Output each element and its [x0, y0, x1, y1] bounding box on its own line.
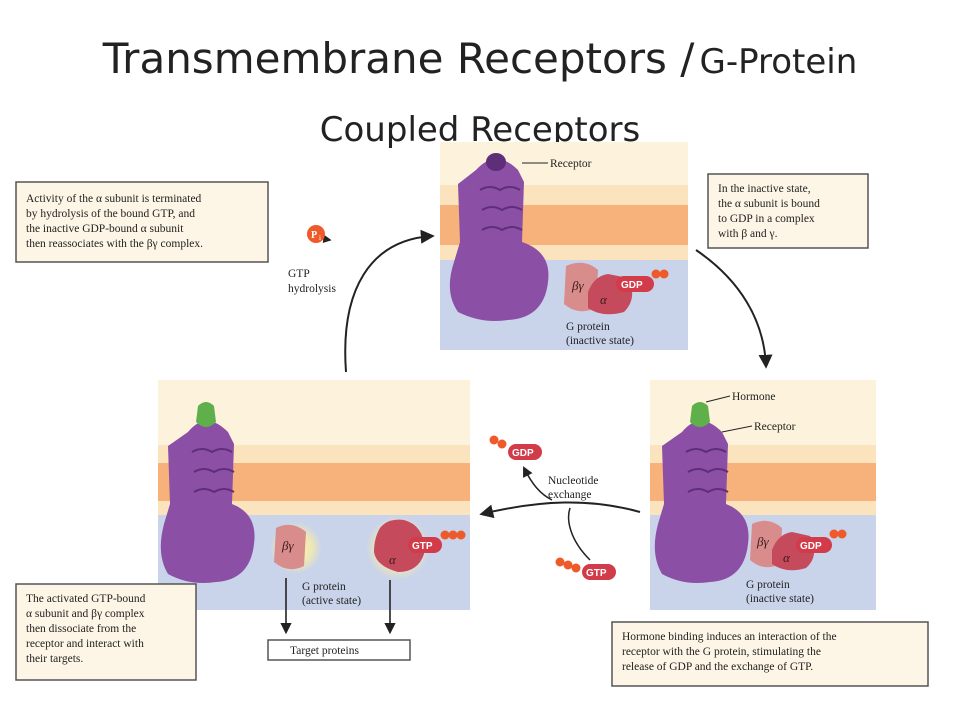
caption-line: then dissociate from the: [26, 623, 136, 635]
label-state: (inactive state): [566, 335, 634, 347]
caption-line: the α subunit is bound: [718, 198, 820, 210]
phosphate: [651, 269, 661, 279]
arrow-gdp-release: [523, 466, 553, 501]
caption-line: Activity of the α subunit is terminated: [26, 193, 202, 205]
label-alpha: α: [600, 292, 608, 307]
caption-bottom-right: Hormone binding induces an interaction o…: [611, 621, 929, 687]
caption-line: The activated GTP-bound: [26, 593, 146, 605]
label-receptor: Receptor: [754, 421, 796, 433]
phosphate: [659, 269, 669, 279]
beta-gamma-subunit: [274, 524, 306, 570]
caption-line: by hydrolysis of the bound GTP, and: [26, 208, 195, 220]
gdp-pill: [616, 276, 654, 292]
phosphate: [456, 530, 466, 540]
receptor-protein: [449, 153, 549, 321]
label-gtp-hydrolysis-1: GTP: [288, 268, 310, 280]
label-gtp-hydrolysis-2: hydrolysis: [288, 283, 336, 295]
arrow-inactive-to-hormone: [695, 249, 773, 369]
free-gdp: GDP: [489, 435, 542, 460]
receptor-protein: [654, 421, 749, 583]
phosphate-pi: [307, 225, 325, 243]
title-line1-small: G-Protein: [699, 42, 858, 82]
arrow-gtp-entry: [567, 507, 591, 561]
caption-top-right: In the inactive state, the α subunit is …: [707, 173, 869, 249]
alpha-subunit: [374, 519, 425, 572]
caption-line: In the inactive state,: [718, 183, 811, 195]
caption-line: Hormone binding induces an interaction o…: [622, 631, 837, 643]
caption-top-left: Activity of the α subunit is terminated …: [15, 181, 269, 263]
label-hormone: Hormone: [732, 391, 775, 403]
label-nucleotide-exchange-2: exchange: [548, 489, 591, 501]
hormone: [196, 402, 216, 427]
phosphate: [837, 529, 847, 539]
caption-line: receptor and interact with: [26, 638, 144, 650]
label-g-protein: G protein: [302, 581, 346, 593]
receptor-protein: [160, 421, 255, 583]
panel-active-left: βγ α GTP G protein (active state): [158, 380, 470, 610]
phosphate: [829, 529, 839, 539]
label-beta-gamma: βγ: [571, 278, 584, 293]
label-g-protein: G protein: [566, 321, 610, 333]
caption-bottom-left: The activated GTP-bound α subunit and βγ…: [15, 583, 197, 681]
gdp-text: GDP: [800, 541, 822, 552]
pi-label: P: [311, 230, 317, 241]
label-alpha: α: [783, 550, 791, 565]
label-beta-gamma: βγ: [281, 538, 294, 553]
gtp-text: GTP: [412, 541, 433, 552]
caption-line: the inactive GDP-bound α subunit: [26, 223, 184, 235]
caption-line: α subunit and βγ complex: [26, 608, 145, 620]
gtp-pill: [408, 537, 442, 553]
arrow-hydrolysis: [344, 229, 435, 373]
label-beta-gamma: βγ: [756, 534, 769, 549]
gdp-pill: [796, 537, 832, 553]
label-receptor: Receptor: [550, 158, 592, 170]
phosphate: [440, 530, 450, 540]
caption-line: then reassociates with the βγ complex.: [26, 238, 203, 250]
caption-line: receptor with the G protein, stimulating…: [622, 646, 821, 658]
target-proteins-box: [267, 639, 411, 661]
label-state: (active state): [302, 595, 361, 607]
panel-inactive-top: Receptor βγ α GDP G protein (inactive st…: [440, 142, 688, 350]
free-gtp-text: GTP: [586, 568, 607, 579]
caption-line: to GDP in a complex: [718, 213, 815, 225]
label-nucleotide-exchange-1: Nucleotide: [548, 475, 598, 487]
pi-sub: i: [319, 234, 321, 242]
title-line1: Transmembrane Receptors /: [102, 34, 695, 83]
label-alpha: α: [389, 552, 397, 567]
label-state: (inactive state): [746, 593, 814, 605]
phosphate: [448, 530, 458, 540]
panel-inactive-right: Hormone Receptor βγ α GDP G protein (ina…: [650, 380, 876, 610]
caption-line: their targets.: [26, 653, 83, 665]
hormone: [690, 402, 710, 427]
caption-line: with β and γ.: [718, 228, 778, 240]
arrow-exchange: [479, 501, 641, 519]
gdp-text: GDP: [621, 280, 643, 291]
caption-line: release of GDP and the exchange of GTP.: [622, 661, 813, 673]
free-gtp: GTP: [555, 557, 616, 580]
slide-title: Transmembrane Receptors / G-Protein Coup…: [0, 28, 960, 167]
membrane-head-upper: [158, 445, 470, 463]
label-target-proteins: Target proteins: [290, 645, 359, 657]
label-g-protein: G protein: [746, 579, 790, 591]
free-gdp-text: GDP: [512, 448, 534, 459]
